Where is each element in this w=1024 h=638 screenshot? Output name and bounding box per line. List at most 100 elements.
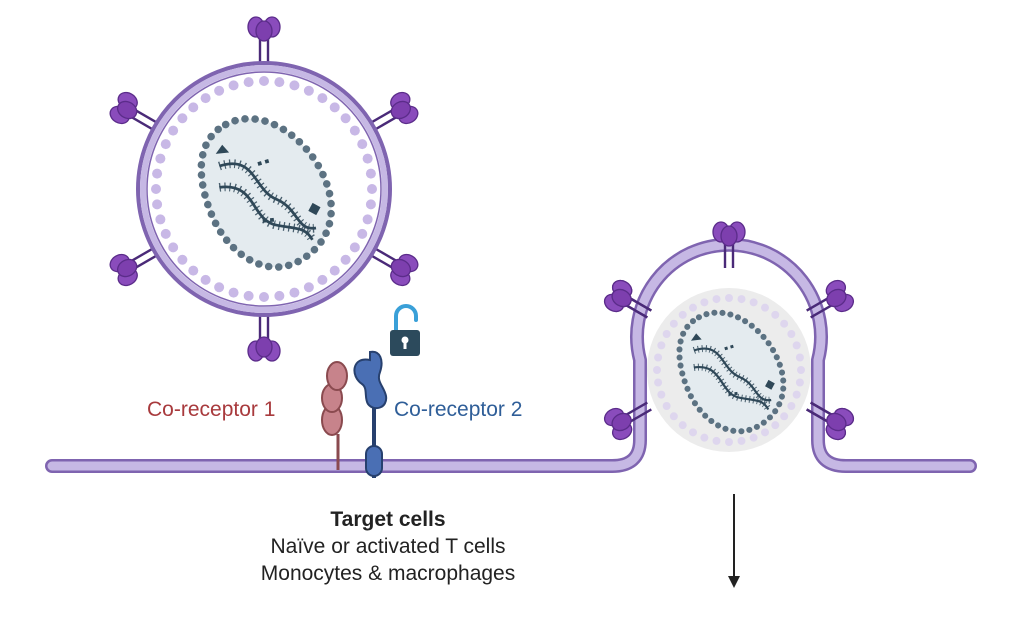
capsid-dot	[795, 378, 804, 387]
capsid-dot	[737, 295, 746, 304]
capsid-dot	[797, 366, 805, 374]
capsid-dot	[177, 254, 188, 265]
capsid-dot	[771, 310, 780, 319]
capsid-dot	[155, 153, 166, 164]
capsid-dot	[340, 113, 351, 124]
capsid-dot	[780, 319, 789, 328]
capsid-dot	[243, 77, 254, 88]
capsid-dot	[725, 438, 733, 446]
capsid-dot	[160, 228, 171, 239]
capsid-dot	[317, 274, 328, 285]
capsid-dot	[689, 428, 697, 437]
capsid-dot	[787, 402, 796, 410]
capsid-dot	[737, 436, 746, 445]
capsid-dot	[349, 125, 360, 136]
capsid-dot	[155, 214, 166, 225]
capsid-dot	[689, 303, 697, 312]
capsid-dot	[214, 282, 225, 293]
target-cells-line-2: Monocytes & macrophages	[260, 562, 516, 585]
capsid-dot	[712, 436, 721, 445]
target-cells-title: Target cells	[330, 508, 446, 531]
capsid-dot	[160, 139, 171, 150]
free-virion	[105, 15, 423, 363]
capsid-dot	[200, 93, 211, 104]
capsid-dot	[357, 228, 368, 239]
capsid-dot	[228, 287, 239, 298]
capsid-dot	[780, 412, 789, 421]
entering-virion	[600, 220, 858, 452]
capsid-dot	[289, 80, 300, 91]
capsid-dot	[259, 292, 269, 302]
capsid-dot	[669, 412, 678, 421]
co-receptor-1	[321, 361, 348, 470]
capsid-dot	[200, 274, 211, 285]
capsid-dot	[700, 433, 709, 442]
capsid-dot	[792, 341, 801, 350]
capsid-dot	[700, 298, 709, 307]
capsid-dot	[365, 168, 376, 179]
capsid-dot	[274, 77, 285, 88]
envelope-spike	[600, 390, 659, 445]
internalization-arrow	[728, 494, 740, 588]
capsid-dot	[678, 421, 687, 430]
capsid-dot	[662, 330, 671, 338]
capsid-dot	[657, 390, 666, 399]
target-cells-caption: Target cells Naïve or activated T cells …	[230, 506, 546, 587]
capsid-dot	[357, 139, 368, 150]
capsid-dot	[349, 242, 360, 253]
capsid-dot	[662, 402, 671, 410]
capsid-dot	[168, 125, 179, 136]
capsid-dot	[749, 433, 758, 442]
capsid-dot	[653, 366, 661, 374]
capsid-dot	[678, 310, 687, 319]
capsid-dot	[362, 153, 373, 164]
capsid-dot	[365, 199, 376, 210]
capsid-dot	[259, 76, 269, 86]
capsid-dot	[725, 294, 733, 302]
capsid-dot	[177, 113, 188, 124]
capsid-dot	[761, 303, 769, 312]
capsid-dot	[367, 184, 377, 194]
envelope-spike	[246, 313, 282, 363]
capsid-dot	[771, 421, 780, 430]
capsid-dot	[749, 298, 758, 307]
capsid-dot	[669, 319, 678, 328]
capsid-dot	[329, 265, 340, 276]
capsid-dot	[151, 184, 161, 194]
capsid-dot	[761, 428, 769, 437]
capsid-dot	[152, 168, 163, 179]
entering-virion-core	[676, 309, 787, 435]
capsid-dot	[792, 390, 801, 399]
capsid-dot	[152, 199, 163, 210]
free-virion-core	[197, 115, 335, 271]
capsid-dot	[657, 341, 666, 350]
co-receptor-1-label: Co-receptor 1	[147, 398, 276, 421]
co-receptor-2-label: Co-receptor 2	[394, 398, 523, 421]
envelope-spike	[799, 390, 858, 445]
co-receptor-2	[353, 350, 388, 478]
capsid-dot	[303, 282, 314, 293]
capsid-dot	[787, 330, 796, 338]
capsid-dot	[340, 254, 351, 265]
capsid-dot	[654, 378, 663, 387]
envelope-spike	[246, 15, 282, 65]
capsid-dot	[654, 353, 663, 362]
capsid-dot	[168, 242, 179, 253]
free-virion-capsid	[151, 76, 377, 302]
capsid-dot	[795, 353, 804, 362]
capsid-dot	[329, 102, 340, 113]
capsid-dot	[228, 80, 239, 91]
entering-virion-capsid	[653, 294, 805, 446]
capsid-dot	[303, 85, 314, 96]
capsid-dot	[289, 287, 300, 298]
capsid-dot	[317, 93, 328, 104]
capsid-dot	[214, 85, 225, 96]
target-cells-line-1: Naïve or activated T cells	[270, 535, 506, 558]
capsid-dot	[274, 290, 285, 301]
capsid-dot	[243, 290, 254, 301]
capsid-dot	[188, 102, 199, 113]
capsid-dot	[712, 295, 721, 304]
capsid-dot	[188, 265, 199, 276]
